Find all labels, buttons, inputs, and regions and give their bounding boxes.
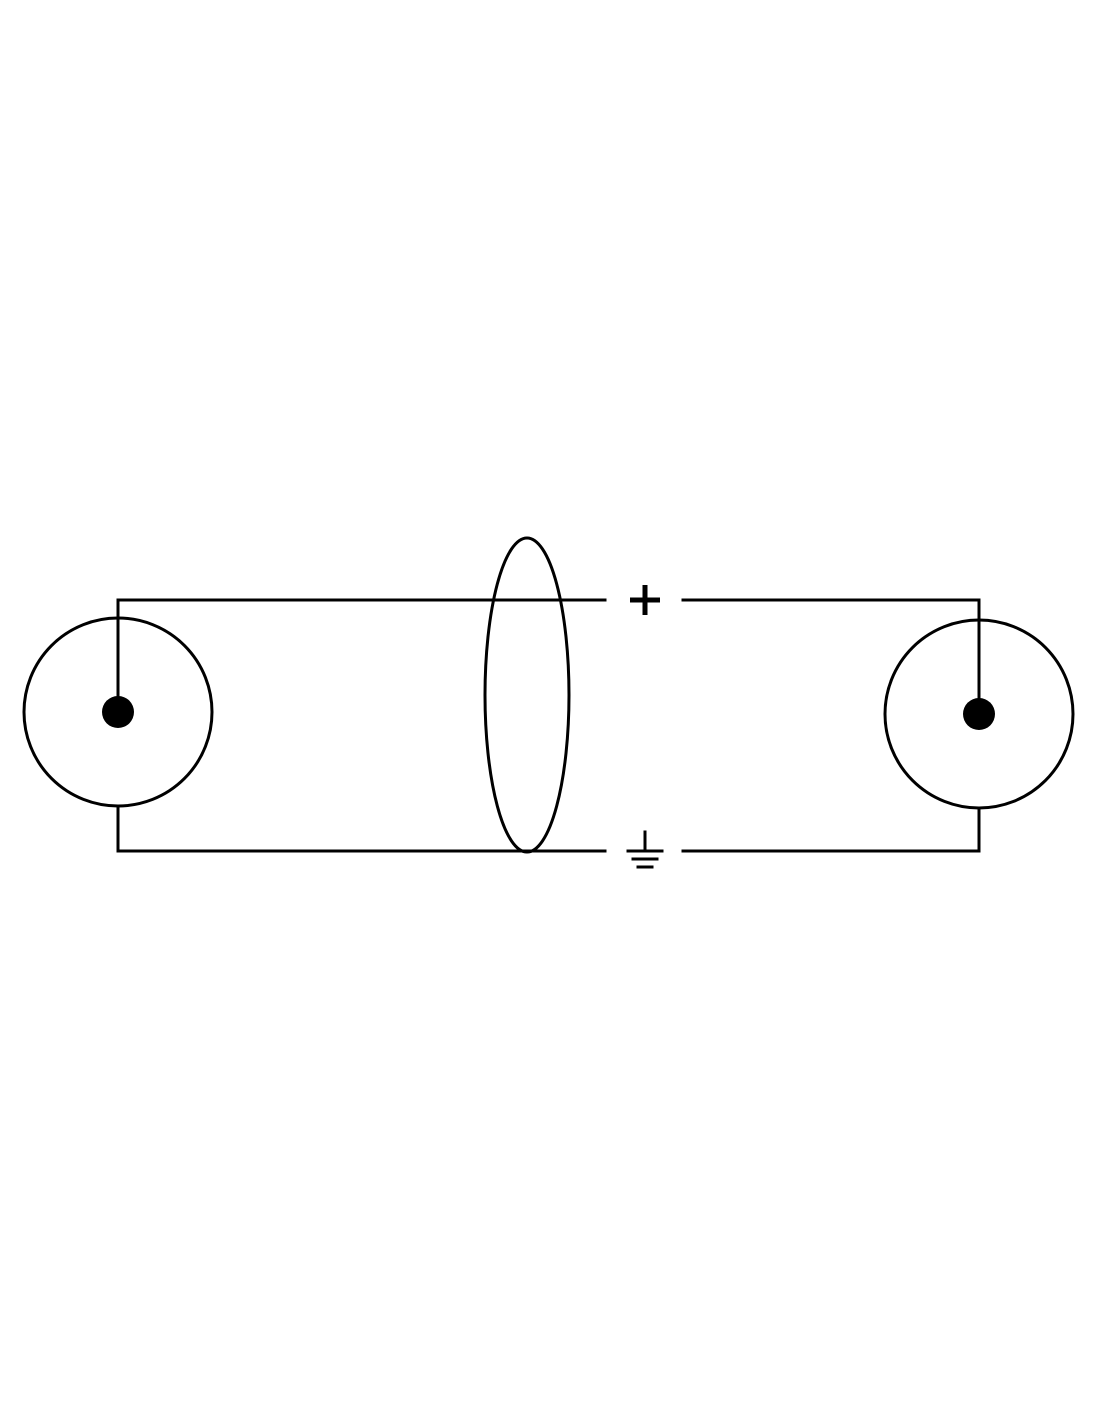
signal-wire-right <box>681 598 981 716</box>
ground-wire-right <box>681 806 981 853</box>
cable-shield-ellipse <box>483 536 571 854</box>
signal-wire-left <box>116 598 607 714</box>
ground-symbol-icon <box>626 830 664 869</box>
ground-wire-left <box>116 804 607 853</box>
signal-conductor <box>116 598 981 716</box>
plus-symbol-icon <box>630 585 660 615</box>
ground-conductor <box>116 804 981 853</box>
